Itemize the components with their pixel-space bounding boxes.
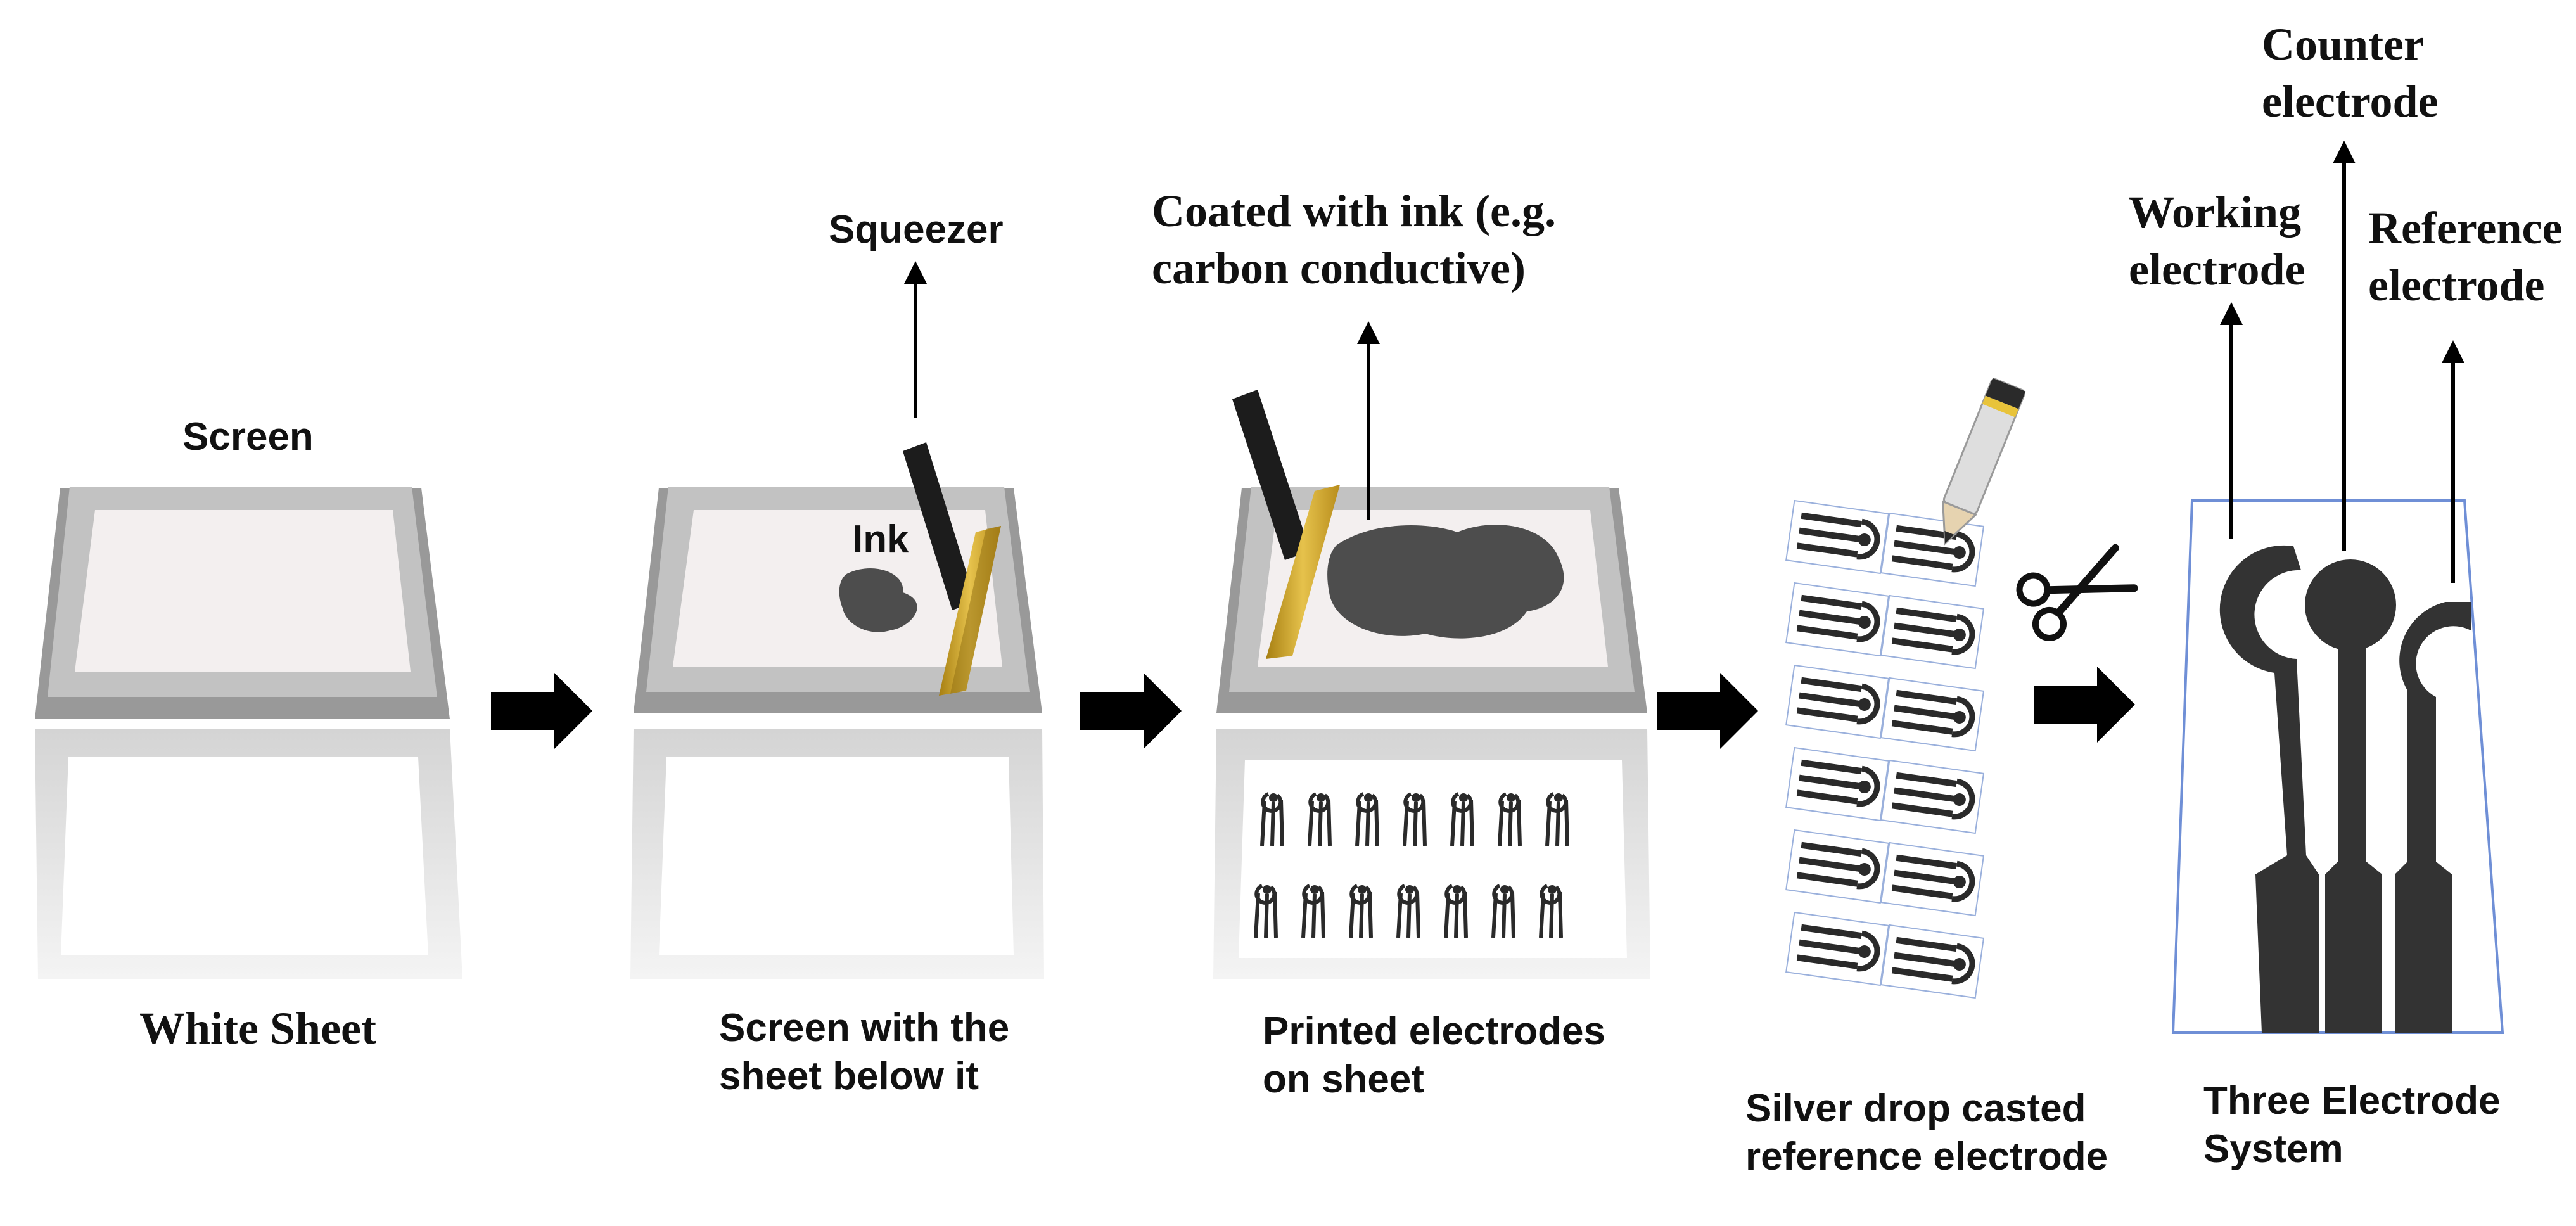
coated-line-1: Coated with ink (e.g. (1152, 186, 1557, 236)
reference-electrode-shape (2395, 602, 2471, 1033)
step2-sheet-reflection (630, 729, 1044, 979)
silver-line-2: reference electrode (1745, 1134, 2108, 1178)
squeezer-icon (903, 442, 1001, 696)
silver-electrode-strips (1786, 501, 1984, 998)
ink-label: Ink (852, 518, 909, 561)
silver-line-1: Silver drop casted (1745, 1087, 2086, 1130)
step1-screen-frame (35, 487, 450, 719)
screen-with-sheet-label: Screen with the sheet below it (719, 1004, 1009, 1100)
squeezer-label: Squeezer (829, 208, 1004, 252)
working-electrode-label: Working electrode (2129, 184, 2305, 298)
printed-line-2: on sheet (1263, 1057, 1424, 1101)
working-line-2: electrode (2129, 244, 2305, 295)
counter-line-1: Counter (2262, 19, 2424, 70)
coated-with-ink-label: Coated with ink (e.g. carbon conductive) (1152, 182, 1556, 297)
white-sheet-label: White Sheet (139, 1003, 376, 1054)
reference-electrode-label: Reference electrode (2368, 200, 2562, 314)
right-arrow-icon (1657, 673, 1758, 749)
counter-electrode-shape (2305, 559, 2396, 1033)
counter-electrode-label: Counter electrode (2262, 16, 2439, 130)
pencil-icon (1941, 378, 2026, 546)
reference-line-1: Reference (2368, 203, 2563, 253)
three-electrode-line-2: System (2203, 1127, 2343, 1171)
printed-electrodes-label: Printed electrodes on sheet (1263, 1007, 1605, 1103)
counter-line-2: electrode (2262, 76, 2439, 127)
right-arrow-icon (491, 673, 592, 749)
right-arrow-icon (1080, 673, 1182, 749)
printed-electrodes-sheet (1213, 729, 1650, 979)
working-electrode-shape (2219, 545, 2319, 1033)
printed-line-1: Printed electrodes (1263, 1009, 1605, 1053)
silver-drop-label: Silver drop casted reference electrode (1745, 1085, 2108, 1180)
working-line-1: Working (2129, 187, 2302, 238)
screen-with-sheet-line-2: sheet below it (719, 1054, 979, 1098)
scissors-icon (2016, 544, 2138, 641)
squeezer-icon (1232, 390, 1340, 659)
reference-line-2: electrode (2368, 260, 2545, 310)
screen-label: Screen (182, 415, 314, 459)
coated-ink-area (1327, 525, 1564, 639)
three-electrode-line-1: Three Electrode (2203, 1079, 2501, 1123)
three-electrode-label: Three Electrode System (2203, 1077, 2501, 1173)
screen-with-sheet-line-1: Screen with the (719, 1006, 1010, 1050)
ink-blob (839, 568, 917, 632)
coated-line-2: carbon conductive) (1152, 243, 1526, 293)
step1-white-sheet-reflection (35, 729, 462, 979)
right-arrow-icon (2034, 667, 2135, 743)
